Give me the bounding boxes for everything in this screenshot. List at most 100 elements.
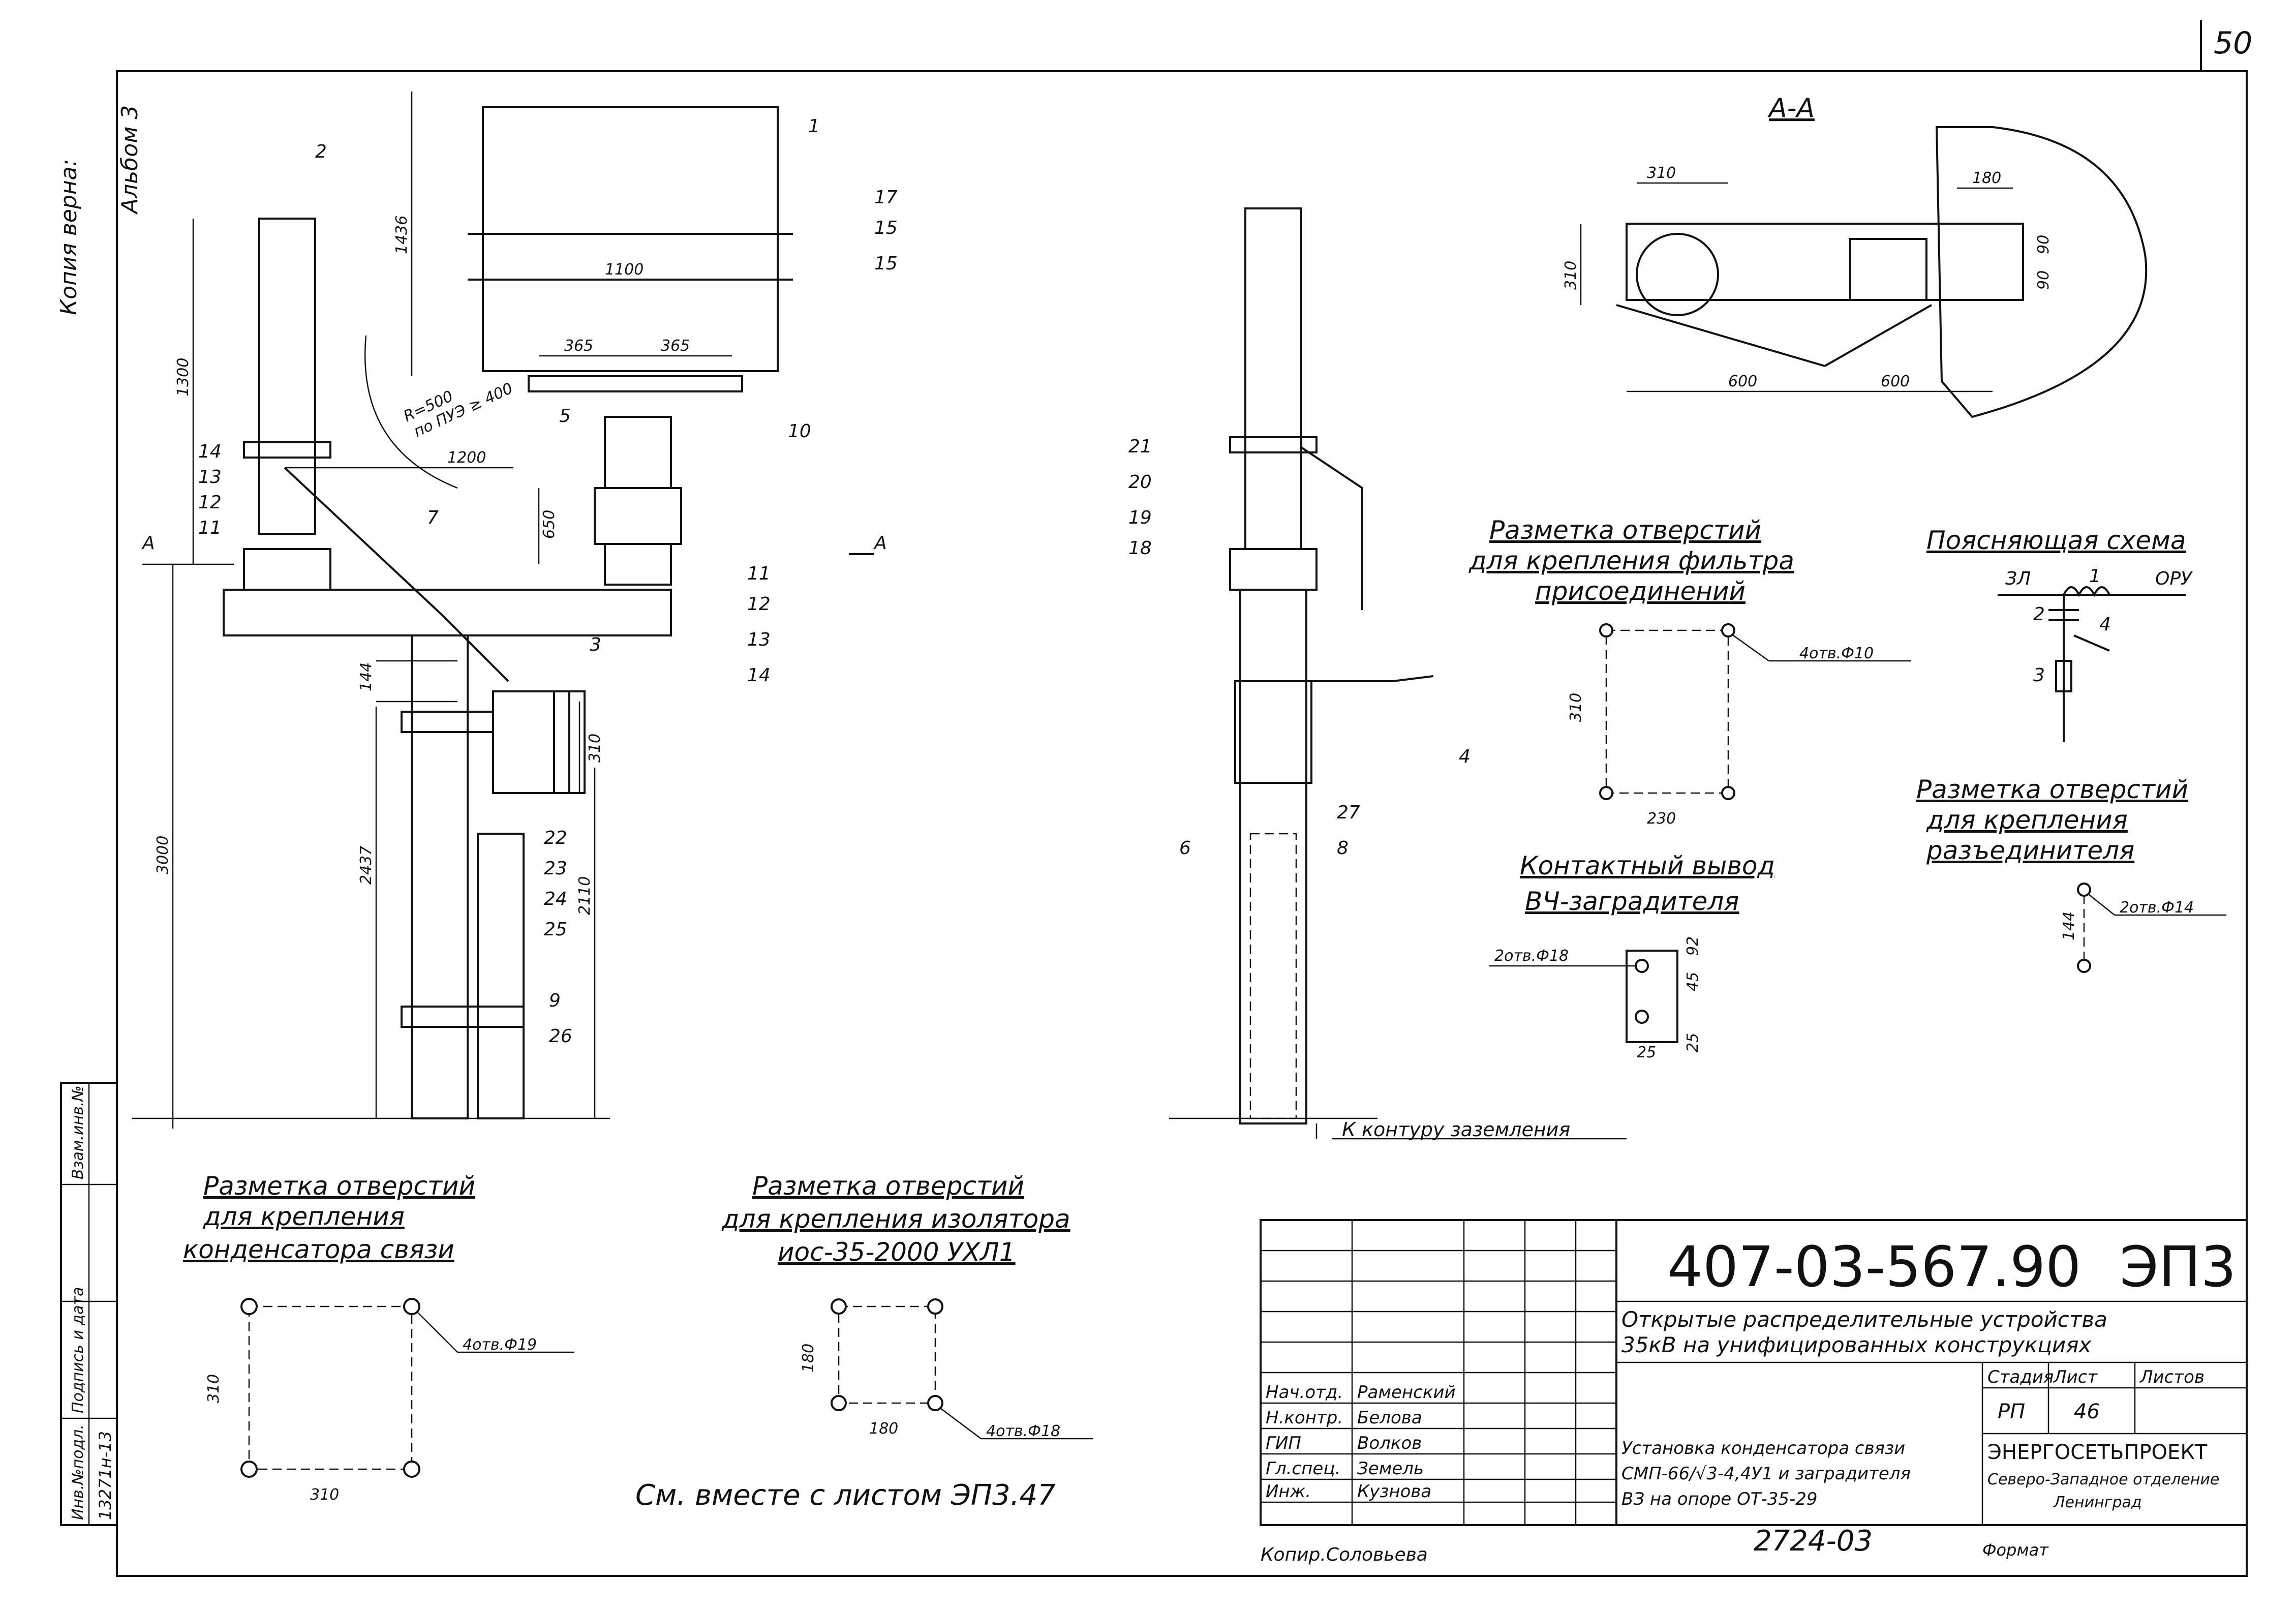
holes-ins-note: 4отв.Ф18 <box>986 1422 1060 1440</box>
mark-21: 21 <box>1128 436 1152 457</box>
holes-filter-title-3: присоединений <box>1535 576 1746 606</box>
wave-trap-body <box>482 106 779 372</box>
left-view: А А 1436 1100 365 365 R=500 по ПУЭ ≥ 400… <box>132 92 898 1129</box>
stamp-number: 13271н-13 <box>96 1431 115 1520</box>
svg-text:12: 12 <box>198 492 222 513</box>
mark-11: 11 <box>747 563 771 584</box>
aa-dim-600-b: 600 <box>1881 373 1910 390</box>
copy-note: Копия верна: <box>56 159 82 315</box>
org-l2: Северо-Западное отделение <box>1987 1471 2219 1488</box>
dim-144: 144 <box>357 662 375 691</box>
side-pole <box>1239 589 1307 1124</box>
holes-disc-dim: 144 <box>2060 911 2078 940</box>
mark-9: 9 <box>549 990 561 1011</box>
svg-text:13: 13 <box>198 467 222 488</box>
stamp-replace: Взам.инв.№ <box>69 1085 87 1179</box>
mark-7: 7 <box>427 507 439 528</box>
stage-hdr: Стадия <box>1987 1367 2054 1387</box>
drawing-l1: Установка конденсатора связи <box>1621 1438 1905 1458</box>
mark-6: 6 <box>1179 838 1191 859</box>
mark-10: 10 <box>788 421 811 442</box>
aa-dim-310-v: 310 <box>1562 261 1580 290</box>
title-block: Нач.отд. Раменский Н.контр. Белова ГИП В… <box>1260 1219 2248 1526</box>
section-aa-label: А-А <box>1767 93 1815 124</box>
dim-1300: 1300 <box>174 358 192 397</box>
dim-1200: 1200 <box>447 449 486 467</box>
holes-filter-note: 4отв.Ф10 <box>1799 645 1874 662</box>
filter-3 <box>492 690 570 794</box>
holes-ins-dim-v: 180 <box>800 1344 817 1373</box>
aa-dim-600-a: 600 <box>1728 373 1757 390</box>
scheme-zl: ЗЛ <box>2005 568 2031 589</box>
contact-dim-92: 92 <box>1684 936 1702 956</box>
holes-ins-title-2: для крепления изолятора <box>721 1204 1070 1234</box>
dim-tank-height: 1436 <box>393 216 411 254</box>
name-4: Кузнова <box>1357 1481 1431 1502</box>
holes-cap-title-2: для крепления <box>203 1202 405 1231</box>
scheme-3: 3 <box>2033 665 2045 686</box>
dim-tank-width: 1100 <box>605 261 644 279</box>
holes-filter-dim-230: 230 <box>1647 810 1676 828</box>
contact-dim-25-b: 25 <box>1684 1033 1702 1052</box>
role-0: Нач.отд. <box>1266 1382 1343 1403</box>
holes-cap-note: 4отв.Ф19 <box>463 1336 537 1354</box>
holes-cap-dim-h: 310 <box>310 1486 339 1504</box>
page-number: 50 <box>2214 25 2252 61</box>
doc-code: 407-03-567.90 <box>1667 1234 2081 1299</box>
explanatory-scheme: Поясняющая схема ЗЛ 1 ОРУ 2 3 4 <box>1926 526 2193 742</box>
sheet-value: 46 <box>2074 1400 2100 1423</box>
holes-disconnector: Разметка отверстий для крепления разъеди… <box>1916 775 2226 973</box>
holes-disc-note: 2отв.Ф14 <box>2120 899 2194 917</box>
mark-2: 2 <box>315 141 327 162</box>
holes-cap-title-3: конденсатора связи <box>183 1235 454 1264</box>
sheet-frame <box>116 70 2248 1577</box>
holes-ins-title-3: иос-35-2000 УХЛ1 <box>778 1237 1016 1267</box>
mark-15a: 15 <box>874 218 898 238</box>
role-4: Инж. <box>1266 1481 1311 1502</box>
contact-title-2: ВЧ-заградителя <box>1525 887 1739 916</box>
stamp-inv: Инв.№подл. <box>69 1424 87 1520</box>
contact-dim-25-a: 25 <box>1637 1044 1656 1061</box>
mark-23: 23 <box>544 858 567 879</box>
drawing-l2: СМП-66/√3-4,4У1 и заградителя <box>1621 1464 1911 1484</box>
mark-12: 12 <box>747 594 771 615</box>
mark-8: 8 <box>1337 838 1349 859</box>
holes-ins-title-1: Разметка отверстий <box>752 1171 1024 1201</box>
holes-filter-dim-310: 310 <box>1567 693 1585 722</box>
holes-cap-title-1: Разметка отверстий <box>203 1171 475 1201</box>
name-2: Волков <box>1357 1433 1422 1453</box>
stamp-sign: Подпись и дата <box>69 1287 87 1414</box>
dim-650: 650 <box>540 510 558 539</box>
sheet-hdr: Лист <box>2053 1367 2098 1387</box>
scheme-2: 2 <box>2033 604 2045 625</box>
mark-20: 20 <box>1128 472 1152 493</box>
role-2: ГИП <box>1266 1433 1301 1453</box>
copied-by: Копир.Соловьева <box>1261 1544 1428 1565</box>
scheme-1: 1 <box>2089 566 2101 587</box>
mark-5: 5 <box>559 406 571 427</box>
name-0: Раменский <box>1357 1382 1456 1403</box>
stage-value: РП <box>1998 1400 2025 1423</box>
role-3: Гл.спец. <box>1266 1458 1340 1479</box>
side-filter-lead <box>1311 675 1434 682</box>
left-stamp: Инв.№подл. Подпись и дата Взам.инв.№ 132… <box>60 1082 118 1526</box>
capacitor-column <box>258 218 316 535</box>
mark-26: 26 <box>549 1026 572 1047</box>
section-outline <box>1935 126 2148 418</box>
aa-dim-310: 310 <box>1647 164 1676 182</box>
project-l1: Открытые распределительные устройства <box>1621 1307 2107 1332</box>
svg-text:14: 14 <box>198 441 222 462</box>
holes-capacitor: Разметка отверстий для крепления конденс… <box>183 1171 574 1504</box>
mark-4: 4 <box>1459 746 1471 767</box>
album-note: Альбом 3 <box>117 105 143 215</box>
section-mark-right: А <box>873 533 887 554</box>
platform <box>223 589 672 636</box>
holes-disc-title-3: разъединителя <box>1926 836 2134 865</box>
mark-24: 24 <box>544 889 567 909</box>
mark-25: 25 <box>544 919 567 940</box>
ground-note: К контуру заземления <box>1342 1118 1570 1141</box>
mark-19: 19 <box>1128 507 1152 528</box>
svg-text:11: 11 <box>198 518 222 538</box>
sheets-hdr: Листов <box>2139 1367 2205 1387</box>
